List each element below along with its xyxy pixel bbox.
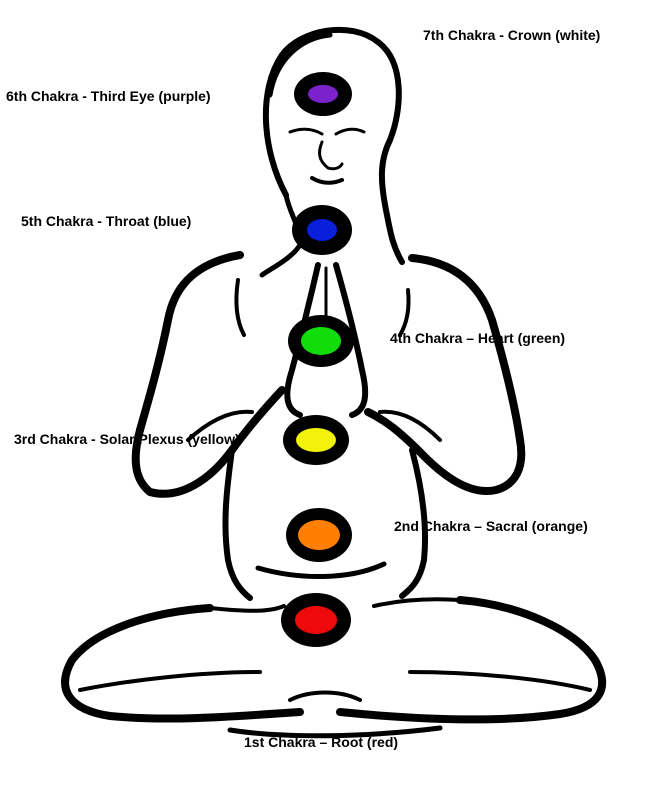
chakra-points: [281, 72, 354, 647]
solar-plexus-chakra-dot: [296, 428, 336, 452]
right-calf: [408, 670, 592, 692]
mouth: [310, 176, 344, 185]
right-upper-arm: [364, 408, 526, 496]
torso-left: [222, 447, 253, 601]
sacral-chakra-dot: [298, 520, 340, 550]
belly-line: [255, 561, 387, 579]
waist-line: [208, 604, 286, 613]
left-calf: [78, 670, 262, 692]
chest-line-right: [398, 288, 411, 337]
waist-line-right: [372, 597, 462, 608]
throat-chakra-label: 5th Chakra - Throat (blue): [21, 213, 192, 229]
throat-chakra-dot: [307, 219, 337, 241]
feet-center: [288, 690, 362, 702]
left-shoulder: [136, 251, 244, 434]
third-eye-chakra-dot: [308, 85, 338, 103]
solar-plexus-chakra-label: 3rd Chakra - Solar Plexus (yellow): [14, 431, 240, 447]
crown-chakra-label: 7th Chakra - Crown (white): [423, 27, 601, 43]
right-eye: [334, 127, 366, 136]
shin-line: [227, 725, 443, 739]
head-outline: [262, 26, 405, 265]
left-upper-arm: [131, 386, 286, 498]
root-chakra-dot: [295, 606, 337, 634]
heart-chakra-label: 4th Chakra – Heart (green): [390, 330, 566, 346]
sacral-chakra-label: 2nd Chakra – Sacral (orange): [394, 518, 588, 534]
hands-right: [333, 262, 369, 418]
right-inner-arm: [378, 409, 442, 442]
torso-right: [399, 447, 429, 599]
heart-chakra-dot: [301, 327, 341, 355]
chest-line-left: [234, 278, 246, 337]
right-leg: [336, 596, 607, 724]
hands-left: [284, 262, 321, 418]
left-inner-arm: [186, 409, 254, 442]
third-eye-chakra-label: 6th Chakra - Third Eye (purple): [6, 88, 211, 104]
root-chakra-label: 1st Chakra – Root (red): [244, 734, 399, 750]
left-eye: [288, 127, 324, 136]
left-leg: [61, 604, 304, 723]
right-shoulder: [408, 254, 524, 444]
hair-line: [267, 32, 333, 98]
nose: [318, 140, 344, 171]
